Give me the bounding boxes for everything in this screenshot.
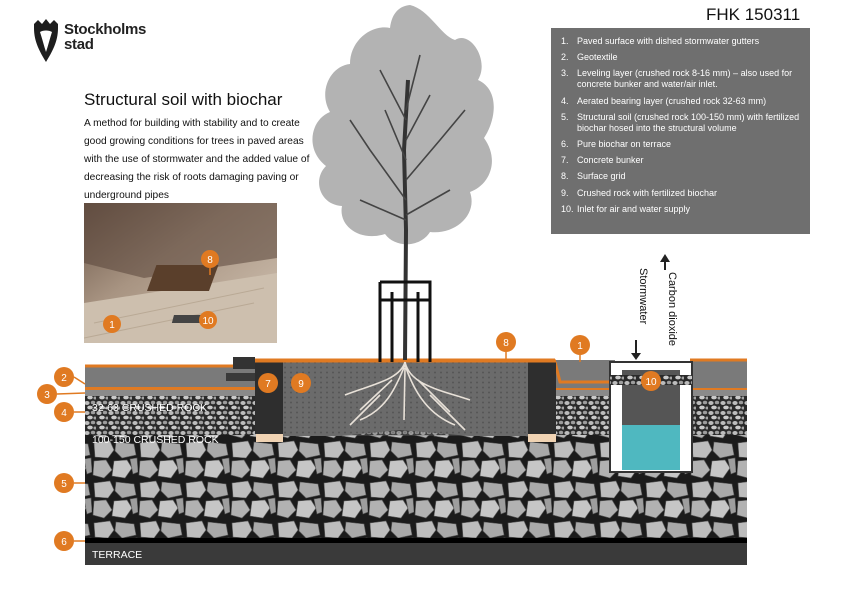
concrete-bunker-right — [528, 362, 556, 434]
legend-item: 3. Leveling layer (crushed rock 8-16 mm) … — [561, 68, 802, 90]
biochar-terrace-line — [85, 538, 747, 543]
legend-item: 5. Structural soil (crushed rock 100-150 … — [561, 112, 802, 134]
svg-text:3: 3 — [44, 390, 50, 401]
photo-badge-1: 1 — [103, 315, 121, 333]
badge-2: 2 — [54, 367, 74, 387]
legend-item: 2. Geotextile — [561, 52, 802, 63]
paved-surface-middle — [555, 360, 615, 388]
kerb-block — [233, 357, 255, 369]
tree-trunk — [401, 79, 410, 361]
legend-item-text: Pure biochar on terrace — [577, 138, 672, 149]
legend-item-text: Concrete bunker — [577, 155, 644, 166]
legend-item-text: Structural soil (crushed rock 100-150 mm… — [577, 111, 800, 133]
street-photo: 8 1 10 — [84, 203, 277, 343]
legend-item-text: Paved surface with dished stormwater gut… — [577, 36, 760, 46]
photo-badge-10: 10 — [199, 311, 217, 329]
legend-box: 1. Paved surface with dished stormwater g… — [551, 28, 810, 234]
carbon-dioxide-label: Carbon dioxide — [666, 272, 678, 346]
badge-9: 9 — [291, 373, 311, 393]
legend-item-number: 5. — [561, 111, 569, 122]
legend-item: 7. Concrete bunker — [561, 155, 802, 166]
legend-item-number: 1. — [561, 36, 569, 46]
legend-item-number: 7. — [561, 155, 569, 166]
legend-item-number: 4. — [561, 95, 569, 106]
legend-item-number: 10. — [561, 203, 574, 214]
legend-item: 4. Aerated bearing layer (crushed rock 32… — [561, 96, 802, 107]
stockholms-stad-logo — [34, 19, 58, 62]
legend-item: 6. Pure biochar on terrace — [561, 139, 802, 150]
photo-surface-grid — [146, 265, 219, 291]
terrace-layer — [85, 543, 747, 565]
badge-5: 5 — [54, 473, 74, 493]
svg-text:5: 5 — [61, 479, 67, 490]
photo-inlet — [171, 315, 206, 323]
tree-roots — [344, 361, 471, 431]
svg-text:9: 9 — [298, 379, 304, 390]
document-code: FHK 150311 — [706, 5, 801, 24]
logo-line-1: Stockholms — [64, 21, 147, 38]
legend-item-number: 8. — [561, 171, 569, 182]
svg-text:10: 10 — [202, 316, 214, 327]
logo-wordmark: Stockholms stad — [64, 22, 146, 52]
label-100-150-crushed-rock: 100-150 CRUSHED ROCK — [92, 434, 219, 446]
concrete-bunker-left — [255, 362, 283, 434]
svg-text:1: 1 — [109, 320, 115, 331]
tree-guard — [378, 280, 432, 362]
legend-list: 1. Paved surface with dished stormwater g… — [561, 36, 802, 215]
svg-text:8: 8 — [503, 338, 509, 349]
svg-text:2: 2 — [61, 373, 67, 384]
description-text: A method for building with stability and… — [84, 118, 310, 201]
badge-8: 8 — [496, 332, 516, 352]
tree — [312, 5, 494, 431]
tree-crown — [312, 5, 494, 245]
badge-7: 7 — [258, 373, 278, 393]
svg-text:10: 10 — [645, 377, 657, 388]
badge-3: 3 — [37, 384, 57, 404]
legend-item-text: Leveling layer (crushed rock 8-16 mm) – … — [577, 68, 793, 90]
badge-1: 1 — [570, 335, 590, 355]
legend-item-text: Crushed rock with fertilized biochar — [577, 187, 718, 198]
svg-text:4: 4 — [61, 408, 67, 419]
legend-item-text: Aerated bearing layer (crushed rock 32-6… — [577, 95, 767, 106]
legend-item-text: Surface grid — [577, 171, 626, 182]
legend-item: 1. Paved surface with dished stormwater g… — [561, 36, 802, 47]
svg-text:6: 6 — [61, 537, 67, 548]
label-terrace: TERRACE — [92, 549, 142, 561]
legend-item-text: Geotextile — [577, 52, 618, 63]
badge-6: 6 — [54, 531, 74, 551]
legend-item-number: 3. — [561, 68, 569, 79]
photo-badge-8: 8 — [201, 250, 219, 268]
legend-item-number: 9. — [561, 187, 569, 198]
svg-text:8: 8 — [207, 255, 213, 266]
paved-surface-right — [690, 360, 747, 388]
legend-item: 9. Crushed rock with fertilized biochar — [561, 188, 802, 199]
legend-item-number: 6. — [561, 138, 569, 149]
stormwater-label: Stormwater — [637, 268, 649, 325]
page-title: Structural soil with biochar — [84, 90, 283, 109]
label-32-63-crushed-rock: 32-63 CRUSHED ROCK — [92, 402, 207, 414]
legend-item-number: 2. — [561, 52, 569, 63]
inlet-water — [622, 425, 680, 470]
svg-text:1: 1 — [577, 341, 583, 352]
logo-line-2: stad — [64, 36, 94, 53]
legend-item: 10.Inlet for air and water supply — [561, 204, 802, 215]
paved-surface-left — [85, 366, 255, 387]
badge-4: 4 — [54, 402, 74, 422]
legend-item: 8. Surface grid — [561, 171, 802, 182]
legend-item-text: Inlet for air and water supply — [577, 203, 691, 214]
badge-10: 10 — [641, 371, 661, 391]
svg-text:7: 7 — [265, 379, 271, 390]
